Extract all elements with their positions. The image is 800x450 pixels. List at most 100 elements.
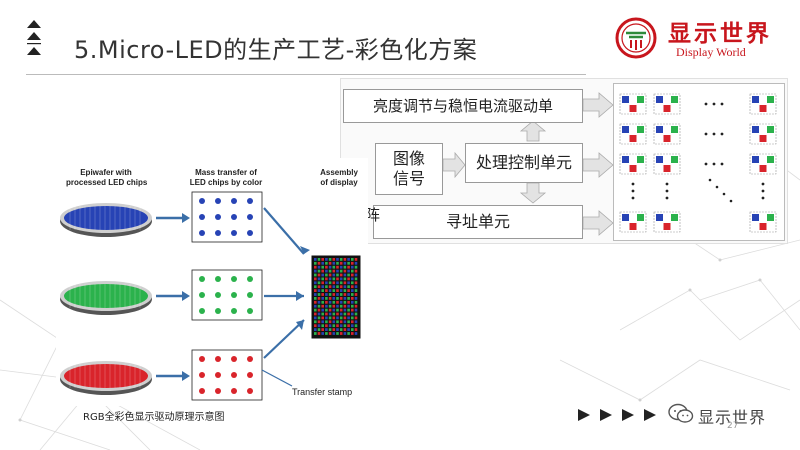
stamp-chip: [199, 356, 205, 362]
display-subpixel: [328, 316, 332, 320]
display-subpixel: [325, 324, 328, 328]
display-subpixel: [351, 308, 354, 312]
stamp-chip: [247, 230, 253, 236]
display-subpixel: [347, 269, 350, 273]
brightness-driver-box: 亮度调节与稳恒电流驱动单: [343, 89, 583, 123]
display-subpixel: [336, 261, 339, 265]
mass-transfer-figure: Epiwafer with processed LED chips Mass t…: [56, 158, 368, 406]
rgb-pixel: [619, 93, 647, 115]
ellipsis-dot: [720, 162, 724, 166]
display-subpixel: [317, 316, 321, 320]
display-subpixel: [336, 312, 339, 316]
display-subpixel: [347, 285, 350, 289]
display-subpixel: [347, 316, 350, 320]
display-subpixel: [347, 304, 350, 308]
display-subpixel: [328, 261, 332, 265]
display-subpixel: [314, 269, 317, 273]
display-subpixel: [343, 316, 347, 320]
display-subpixel: [354, 285, 358, 289]
display-subpixel: [336, 273, 339, 277]
display-subpixel: [317, 293, 321, 296]
blue-subpixel: [622, 126, 629, 133]
display-subpixel: [347, 308, 350, 312]
stamp-chip: [215, 276, 221, 282]
display-subpixel: [332, 300, 336, 304]
ellipsis-dot: [708, 178, 712, 182]
display-subpixel: [317, 332, 321, 335]
rgb-pixel: [619, 211, 647, 233]
display-subpixel: [347, 261, 350, 265]
display-subpixel: [343, 324, 347, 328]
display-subpixel: [317, 300, 321, 304]
display-subpixel: [339, 332, 343, 335]
stamp-chip: [247, 276, 253, 282]
display-subpixel: [343, 328, 347, 331]
display-subpixel: [332, 312, 336, 316]
display-subpixel: [347, 320, 350, 324]
rgb-pixel: [653, 153, 681, 175]
stamp-chip: [199, 214, 205, 220]
stamp-chip: [247, 198, 253, 204]
display-subpixel: [336, 277, 339, 281]
logo-emblem-icon: [615, 17, 657, 59]
display-subpixel: [339, 312, 343, 316]
red-subpixel: [663, 165, 671, 172]
display-subpixel: [339, 261, 343, 265]
display-subpixel: [354, 281, 358, 285]
ellipsis-dot: [715, 185, 719, 189]
pixel-outline: [749, 123, 777, 145]
display-subpixel: [354, 324, 358, 328]
display-subpixel: [339, 304, 343, 308]
stamp-chip: [231, 292, 237, 298]
display-subpixel: [325, 332, 328, 335]
display-subpixel: [314, 308, 317, 312]
display-subpixel: [332, 258, 336, 261]
stamp-chip: [215, 372, 221, 378]
led-driver-block-diagram: 亮度调节与稳恒电流驱动单 图像 信号 处理控制单元 寻址单元: [340, 78, 788, 244]
red-subpixel: [629, 165, 637, 172]
display-subpixel: [325, 293, 328, 296]
pixel-outline: [619, 153, 647, 175]
display-subpixel: [351, 304, 354, 308]
display-subpixel: [332, 304, 336, 308]
assembly-arrow: [263, 207, 305, 255]
display-subpixel: [336, 304, 339, 308]
display-subpixel: [354, 332, 358, 335]
display-subpixel: [328, 300, 332, 304]
display-subpixel: [343, 304, 347, 308]
processing-control-box: 处理控制单元: [465, 143, 583, 183]
blue-subpixel: [656, 126, 663, 133]
display-subpixel: [328, 265, 332, 269]
display-subpixel: [314, 258, 317, 261]
ellipsis-dot: [704, 162, 708, 166]
display-subpixel: [328, 277, 332, 281]
display-subpixel: [336, 281, 339, 285]
display-subpixel: [314, 304, 317, 308]
display-subpixel: [343, 281, 347, 285]
stamp-chip: [215, 214, 221, 220]
display-subpixel: [354, 273, 358, 277]
stamp-chip: [231, 214, 237, 220]
stamp-chip: [199, 372, 205, 378]
stamp-chip: [231, 372, 237, 378]
display-subpixel: [351, 285, 354, 289]
display-subpixel: [336, 316, 339, 320]
ellipsis-dot: [720, 132, 724, 136]
display-subpixel: [325, 285, 328, 289]
stamp-chip: [199, 230, 205, 236]
display-subpixel: [325, 308, 328, 312]
display-subpixel: [354, 289, 358, 292]
red-subpixel: [759, 135, 767, 142]
display-subpixel: [328, 285, 332, 289]
footer-brand-text: 显示世界: [698, 408, 767, 427]
display-subpixel: [351, 328, 354, 331]
display-subpixel: [336, 297, 339, 300]
display-subpixel: [347, 258, 350, 261]
display-subpixel: [314, 261, 317, 265]
display-subpixel: [354, 258, 358, 261]
ellipsis-dot: [761, 196, 765, 200]
footer-brand: 显示世界: [668, 402, 796, 428]
display-subpixel: [354, 312, 358, 316]
label-epiwafer: Epiwafer with processed LED chips: [66, 168, 147, 187]
display-subpixel: [314, 293, 317, 296]
